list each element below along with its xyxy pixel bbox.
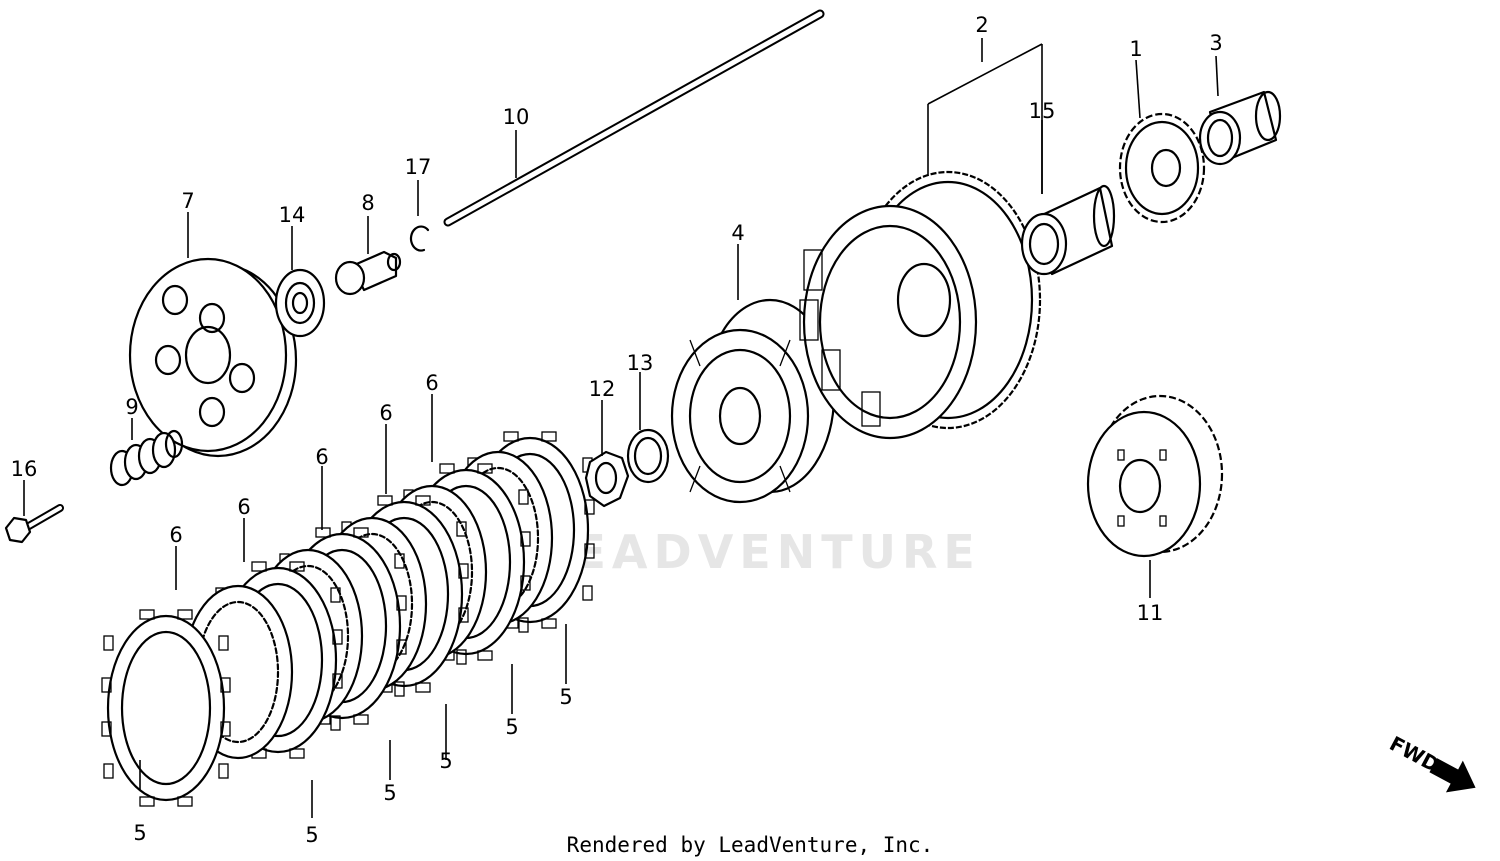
callout-15: 15: [1029, 99, 1056, 123]
callout-6: 6: [425, 371, 438, 395]
clutch-pack: [100, 430, 596, 808]
watermark: LEADVENTURE: [539, 525, 981, 579]
forward-direction-indicator: FWD: [1386, 731, 1476, 793]
needle-bearing-part: [1020, 184, 1116, 276]
clutch-outer-part: [799, 170, 1042, 440]
leader-lines: [23, 38, 1219, 818]
collar-part: [1198, 90, 1282, 166]
bearing-part: [274, 268, 326, 338]
pressure-plate-part: [128, 257, 298, 458]
callout-3: 3: [1209, 31, 1222, 55]
callout-5: 5: [383, 781, 396, 805]
callout-5: 5: [505, 715, 518, 739]
callout-9: 9: [125, 395, 138, 419]
callout-5: 5: [559, 685, 572, 709]
washer-part: [626, 428, 670, 484]
callout-10: 10: [503, 105, 530, 129]
callout-14: 14: [279, 203, 306, 227]
clutch-spring-part: [109, 429, 184, 487]
callout-17: 17: [405, 155, 432, 179]
callout-6: 6: [315, 445, 328, 469]
callout-12: 12: [589, 377, 616, 401]
circlip-part: [409, 225, 430, 252]
callout-6: 6: [379, 401, 392, 425]
callout-6: 6: [237, 495, 250, 519]
callout-5: 5: [133, 821, 146, 845]
pushrod-part: [443, 9, 825, 227]
clutch-center-part: [670, 298, 836, 504]
lock-nut-part: [584, 450, 630, 508]
callout-2: 2: [975, 13, 988, 37]
callout-1: 1: [1129, 37, 1142, 61]
credit-text: Rendered by LeadVenture, Inc.: [567, 833, 934, 857]
callout-6: 6: [169, 523, 182, 547]
primary-gear-part: [1086, 394, 1224, 558]
callout-8: 8: [361, 191, 374, 215]
arrow-right-icon: [1429, 758, 1476, 793]
sprocket-part: [1118, 112, 1206, 224]
callout-11: 11: [1137, 601, 1164, 625]
lifter-piece-part: [334, 250, 402, 296]
callout-13: 13: [627, 351, 654, 375]
callout-4: 4: [731, 221, 744, 245]
callout-5: 5: [439, 749, 452, 773]
callout-7: 7: [181, 189, 194, 213]
callout-5: 5: [305, 823, 318, 847]
bolt-part: [4, 504, 64, 544]
callouts: 2 1 3 15 10 17 8 14 7 4 12 13 9 16 11 6 …: [11, 13, 1223, 847]
callout-16: 16: [11, 457, 38, 481]
